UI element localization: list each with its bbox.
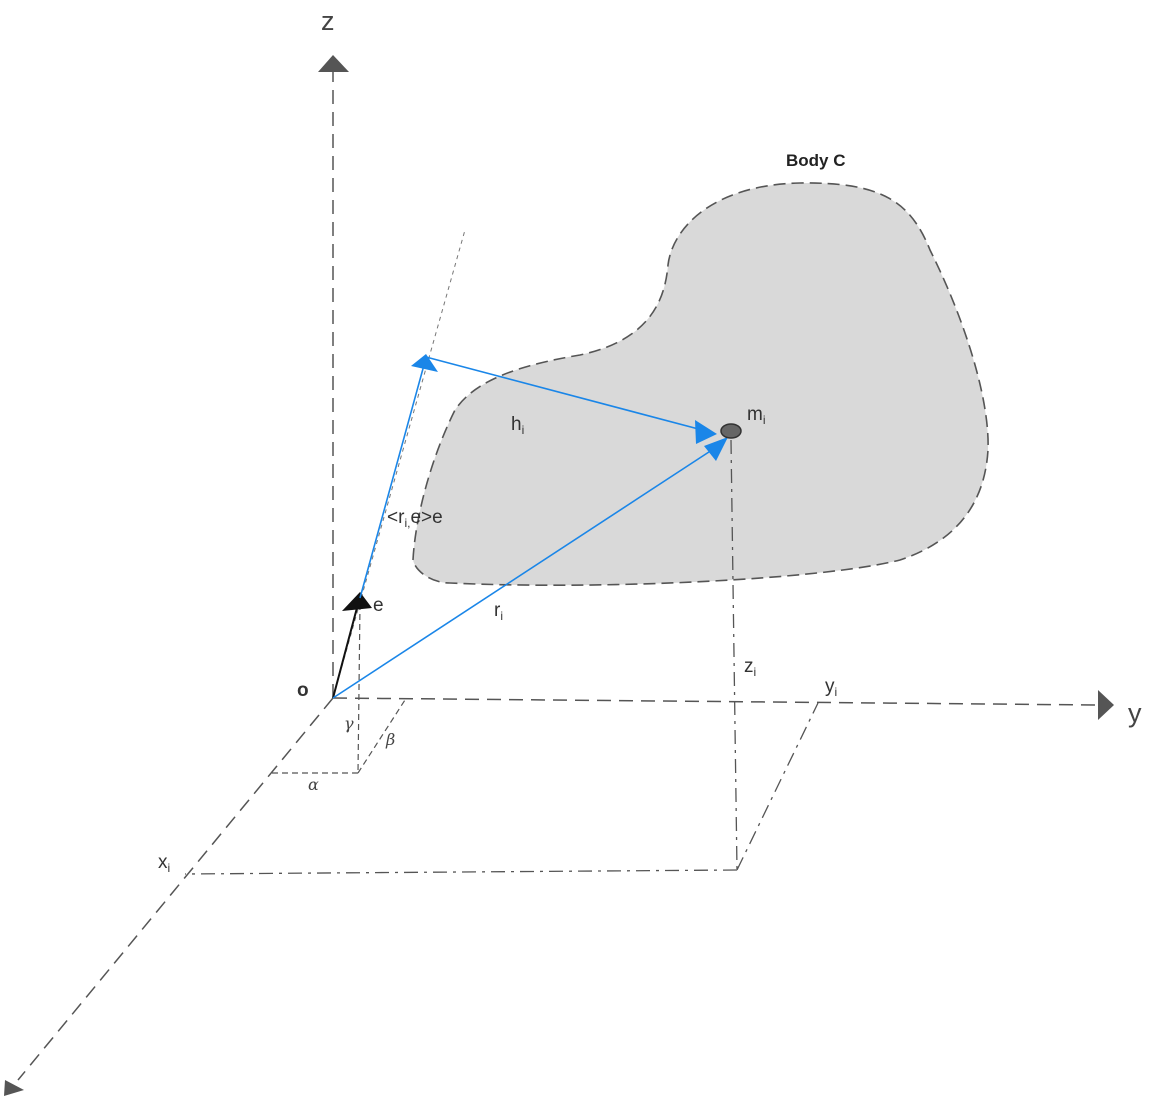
projection-vector-arrowhead (411, 354, 438, 372)
origin-label: o (297, 680, 309, 701)
r-vector-arrowhead (704, 437, 728, 461)
body-title: Body C (786, 151, 846, 170)
y-axis-arrowhead (1098, 690, 1114, 720)
zi-label: zi (744, 656, 756, 679)
yi-projection-line (736, 702, 819, 871)
mass-label: mi (747, 404, 766, 427)
projection-label: <ri,e>e (387, 507, 443, 530)
gamma-label: γ (344, 714, 354, 733)
h-label: hi (511, 414, 524, 437)
zi-drop-line (730, 439, 738, 871)
y-axis-label: y (1128, 698, 1142, 728)
z-axis-label: z (321, 6, 335, 36)
z-axis-arrowhead (318, 55, 349, 72)
xi-projection-line (184, 869, 738, 875)
x-axis-line (17, 697, 334, 1081)
y-axis-line (332, 697, 1099, 706)
e-drop-line (357, 603, 361, 774)
r-vector-line (332, 447, 716, 699)
projection-vector-line (359, 364, 425, 599)
body-c-shape (412, 182, 989, 587)
e-vector-line (332, 603, 359, 699)
mass-point (720, 423, 742, 439)
e-label: e (373, 595, 384, 616)
e-vector-arrowhead (342, 592, 372, 611)
alpha-label: α (308, 775, 319, 794)
xi-label: xi (158, 852, 170, 875)
beta-label: β (385, 730, 395, 749)
yi-label: yi (825, 676, 837, 699)
beta-line (357, 699, 406, 774)
h-vector-arrowhead (695, 420, 717, 444)
r-label: ri (494, 600, 503, 623)
x-axis-arrowhead (4, 1080, 24, 1096)
e-direction-line (332, 229, 466, 699)
h-vector-line (425, 356, 707, 432)
